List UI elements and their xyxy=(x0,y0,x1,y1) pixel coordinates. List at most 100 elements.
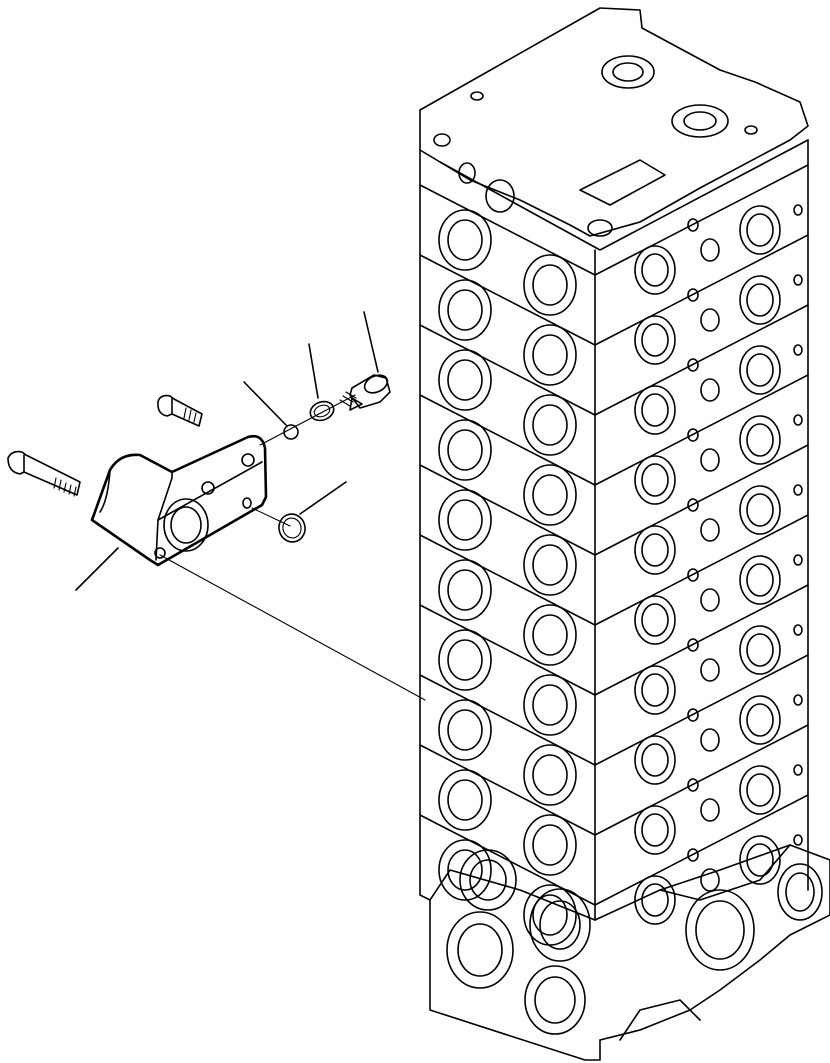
o-ring-small-leader xyxy=(308,343,319,399)
port-inner xyxy=(447,569,483,611)
cover-plate-leader xyxy=(75,547,119,591)
port-tiny xyxy=(793,274,803,286)
port-outer xyxy=(523,464,577,526)
control-valve-body xyxy=(419,7,830,1061)
port-tiny xyxy=(687,778,699,792)
port-outer xyxy=(438,769,492,831)
port-inner xyxy=(447,219,483,261)
plug-leader xyxy=(363,311,379,373)
port-outer xyxy=(523,744,577,806)
port-outer xyxy=(634,315,676,365)
plug xyxy=(339,374,391,411)
o-ring-small xyxy=(309,400,335,422)
port-inner xyxy=(532,264,568,306)
port-tiny xyxy=(793,764,803,776)
port-inner xyxy=(641,743,669,777)
port-small xyxy=(700,868,720,892)
port-tiny xyxy=(793,414,803,426)
port-small xyxy=(700,798,720,822)
port-outer xyxy=(739,345,781,395)
port-inner xyxy=(641,253,669,287)
port-inner xyxy=(532,404,568,446)
port-outer xyxy=(634,735,676,785)
port-inner xyxy=(447,709,483,751)
port-inner xyxy=(447,499,483,541)
long-bolt xyxy=(7,450,81,497)
port-outer xyxy=(634,595,676,645)
port-outer xyxy=(438,629,492,691)
port-inner xyxy=(532,894,568,936)
port-inner xyxy=(447,639,483,681)
port-tiny xyxy=(687,218,699,232)
port-outer xyxy=(634,805,676,855)
port-outer xyxy=(438,419,492,481)
o-ring-large-leader xyxy=(299,481,347,515)
port-tiny xyxy=(687,428,699,442)
port-inner xyxy=(447,289,483,331)
valve-section-lines xyxy=(419,164,809,906)
port-inner xyxy=(746,843,774,877)
port-outer xyxy=(739,415,781,465)
port-tiny xyxy=(793,554,803,566)
port-inner xyxy=(641,673,669,707)
port-small xyxy=(700,518,720,542)
port-outer xyxy=(523,814,577,876)
port-inner xyxy=(746,213,774,247)
port-inner xyxy=(447,429,483,471)
port-inner xyxy=(641,323,669,357)
port-tiny xyxy=(687,708,699,722)
port-inner xyxy=(746,283,774,317)
port-tiny xyxy=(687,568,699,582)
port-outer xyxy=(438,349,492,411)
port-outer xyxy=(634,245,676,295)
port-small xyxy=(700,728,720,752)
port-outer xyxy=(523,394,577,456)
cover-plate xyxy=(90,434,268,567)
port-inner xyxy=(532,544,568,586)
port-outer xyxy=(523,674,577,736)
port-outer xyxy=(438,279,492,341)
port-inner xyxy=(641,603,669,637)
port-outer xyxy=(739,695,781,745)
port-inner xyxy=(447,359,483,401)
port-outer xyxy=(634,385,676,435)
port-tiny xyxy=(687,638,699,652)
short-bolt xyxy=(157,394,203,427)
port-outer xyxy=(523,534,577,596)
port-inner xyxy=(532,474,568,516)
port-tiny xyxy=(687,848,699,862)
valve-inlet-block xyxy=(429,844,830,1041)
port-outer xyxy=(739,555,781,605)
port-outer xyxy=(523,254,577,316)
port-outer xyxy=(634,875,676,925)
port-inner xyxy=(532,684,568,726)
o-ring-large xyxy=(278,513,306,543)
callout-leaders xyxy=(75,311,379,591)
valve-top-cap xyxy=(419,7,809,251)
port-inner xyxy=(641,463,669,497)
port-inner xyxy=(746,773,774,807)
valve-left-face xyxy=(419,149,601,1061)
port-inner xyxy=(641,393,669,427)
port-outer xyxy=(739,205,781,255)
port-outer xyxy=(438,209,492,271)
port-inner xyxy=(447,779,483,821)
port-outer xyxy=(523,324,577,386)
port-inner xyxy=(746,703,774,737)
port-tiny xyxy=(687,498,699,512)
port-inner xyxy=(532,824,568,866)
port-outer xyxy=(438,839,492,901)
port-outer xyxy=(438,699,492,761)
port-inner xyxy=(641,533,669,567)
port-outer xyxy=(634,455,676,505)
port-tiny xyxy=(793,484,803,496)
port-tiny xyxy=(793,694,803,706)
port-outer xyxy=(634,665,676,715)
port-small xyxy=(700,308,720,332)
port-outer xyxy=(739,835,781,885)
port-small xyxy=(700,448,720,472)
port-small xyxy=(700,658,720,682)
port-outer xyxy=(739,275,781,325)
assembly-axis-lines xyxy=(159,394,426,701)
